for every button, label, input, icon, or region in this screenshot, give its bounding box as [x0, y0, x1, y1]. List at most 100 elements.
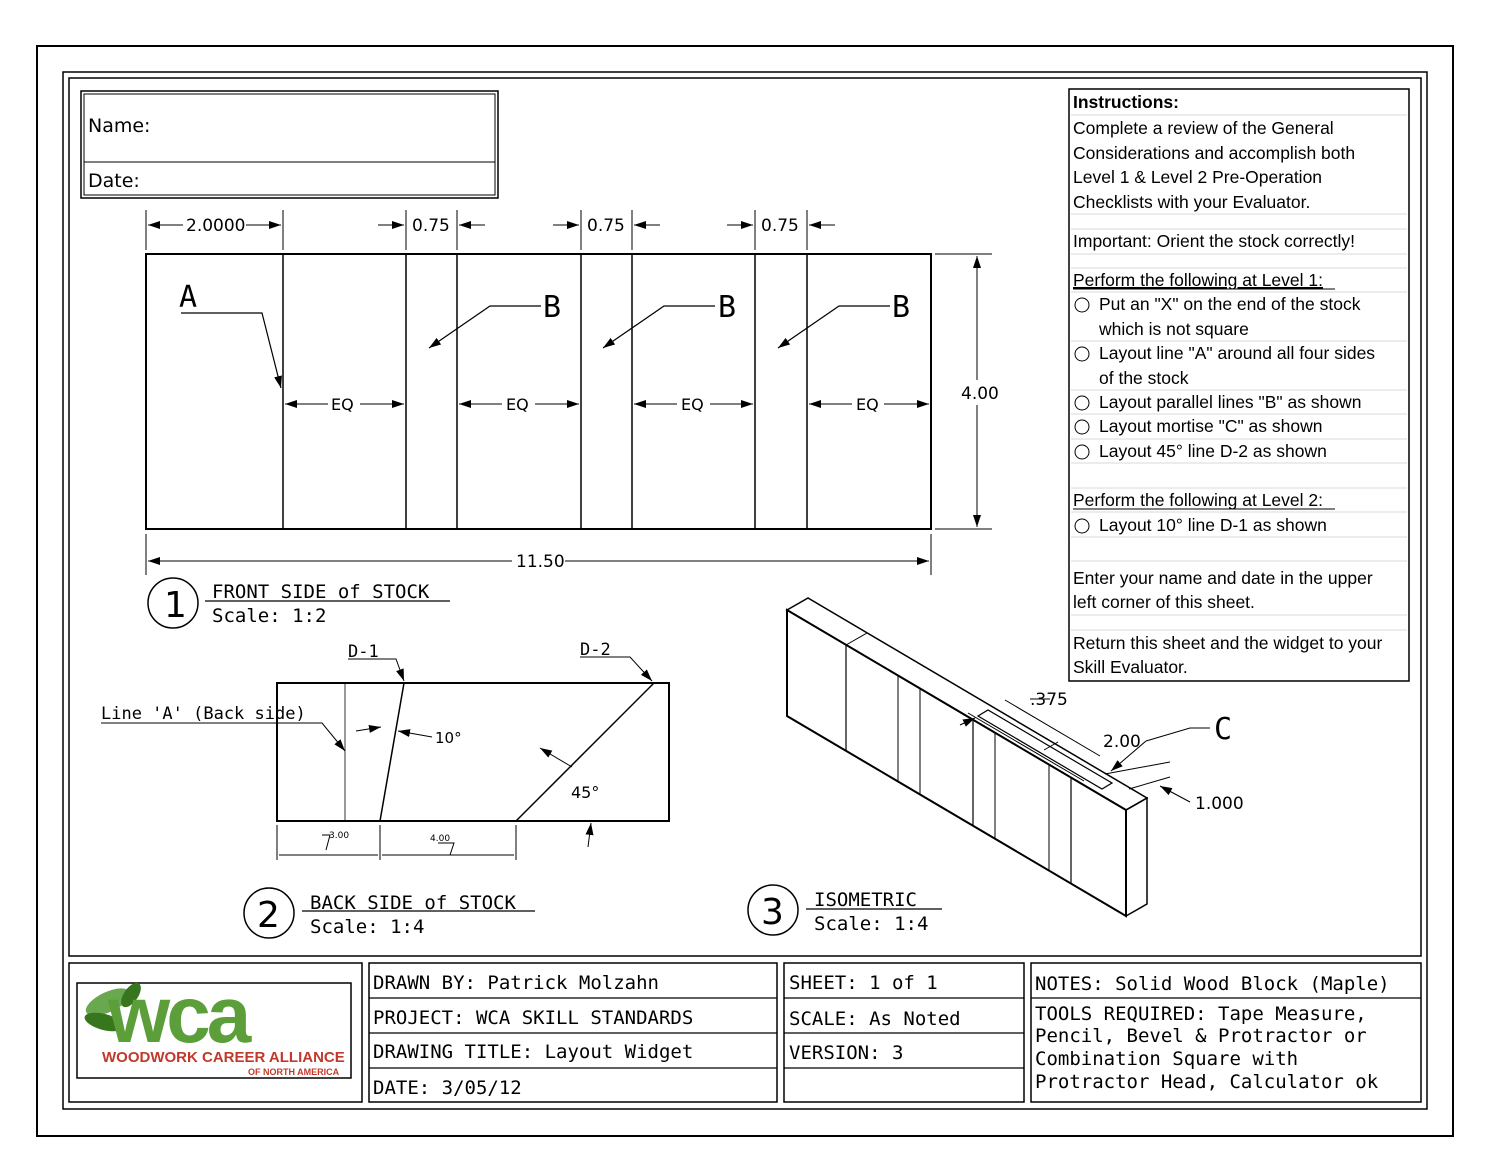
instructions-important: Important: Orient the stock correctly! — [1073, 231, 1355, 251]
tools-line-1: TOOLS REQUIRED: Tape Measure, — [1035, 1003, 1367, 1025]
iso-view-scale: Scale: 1:4 — [814, 913, 928, 935]
dim-0-75-b: 0.75 — [587, 216, 625, 236]
sheet-scale: SCALE: As Noted — [789, 1008, 961, 1030]
return-line-1: Return this sheet and the widget to your — [1073, 633, 1383, 653]
instructions-intro-3: Level 1 & Level 2 Pre-Operation — [1073, 167, 1322, 187]
leaf-icon — [85, 988, 131, 1016]
checkbox-radio[interactable] — [1074, 297, 1090, 313]
label-b-3: B — [892, 290, 910, 325]
back-view: D-1 D-2 Line 'A' (Back side) 10° 45° 3.0… — [101, 640, 670, 939]
view-number-2: 2 — [257, 895, 280, 936]
checkbox-radio[interactable] — [1074, 395, 1090, 411]
name-date-box: Name: Date: — [80, 90, 499, 199]
checkbox-radio[interactable] — [1074, 518, 1090, 534]
sheet-borders — [36, 45, 1454, 1137]
mortise-c — [976, 709, 1114, 790]
back-view-title: BACK SIDE of STOCK — [310, 892, 516, 914]
level1-item-5-line-1: Layout 45° line D-2 as shown — [1099, 441, 1327, 461]
version: VERSION: 3 — [789, 1042, 903, 1064]
level1-item-5[interactable]: Layout 45° line D-2 as shown — [1074, 441, 1327, 461]
label-a: A — [179, 280, 197, 315]
checkbox-radio[interactable] — [1074, 346, 1090, 362]
level1-item-1-line-2: which is not square — [1098, 319, 1249, 339]
name-label: Name: — [88, 115, 150, 137]
instructions-panel: Instructions: Complete a review of the G… — [1068, 88, 1410, 682]
dim-2-0000: 2.0000 — [186, 216, 245, 236]
front-view-scale: Scale: 1:2 — [212, 605, 326, 627]
enter-name-line-2: left corner of this sheet. — [1073, 592, 1255, 612]
label-d2: D-2 — [580, 640, 611, 660]
view-bubble-2 — [243, 887, 295, 939]
dim-0-375: .375 — [1030, 690, 1068, 710]
label-c: C — [1214, 712, 1232, 747]
instructions-intro-2: Considerations and accomplish both — [1073, 143, 1355, 163]
leaf-icon — [121, 982, 141, 1008]
project: PROJECT: WCA SKILL STANDARDS — [373, 1007, 693, 1029]
line-d1 — [379, 682, 405, 822]
drawing-date: DATE: 3/05/12 — [373, 1077, 522, 1099]
level2-heading: Perform the following at Level 2: — [1073, 490, 1323, 510]
instructions-intro-4: Checklists with your Evaluator. — [1073, 192, 1310, 212]
dim-4-00: 4.00 — [430, 834, 450, 844]
dim-0-75-c: 0.75 — [761, 216, 799, 236]
eq-label-1: EQ — [331, 395, 354, 414]
level1-item-1-line-1: Put an "X" on the end of the stock — [1099, 294, 1361, 314]
back-view-scale: Scale: 1:4 — [310, 916, 424, 938]
checkbox-radio[interactable] — [1074, 444, 1090, 460]
wca-logo: wca WOODWORK CAREER ALLIANCE OF NORTH AM… — [76, 970, 352, 1079]
tools-line-4: Protractor Head, Calculator ok — [1035, 1071, 1379, 1093]
label-b-1: B — [543, 290, 561, 325]
leaf-icon — [84, 1012, 124, 1032]
dim-0-75-a: 0.75 — [412, 216, 450, 236]
front-view-title: FRONT SIDE of STOCK — [212, 581, 430, 603]
front-view: 2.0000 0.75 0.75 0.75 4.00 11.50 — [145, 210, 999, 629]
level1-item-4-line-1: Layout mortise "C" as shown — [1099, 416, 1323, 436]
drawn-by: DRAWN BY: Patrick Molzahn — [373, 972, 659, 994]
eq-label-2: EQ — [506, 395, 529, 414]
enter-name-line-1: Enter your name and date in the upper — [1073, 568, 1373, 588]
drawing-title: DRAWING TITLE: Layout Widget — [373, 1041, 693, 1063]
level2-item-1-line-1: Layout 10° line D-1 as shown — [1099, 515, 1327, 535]
view-bubble-3 — [747, 884, 799, 936]
instructions-intro-1: Complete a review of the General — [1073, 118, 1334, 138]
title-block: wca WOODWORK CAREER ALLIANCE OF NORTH AM… — [68, 962, 1422, 1103]
logo-text: wca — [107, 970, 252, 1059]
view-number-1: 1 — [164, 585, 187, 626]
label-line-a-back: Line 'A' (Back side) — [101, 704, 306, 724]
notes: NOTES: Solid Wood Block (Maple) — [1035, 973, 1390, 995]
level1-item-3[interactable]: Layout parallel lines "B" as shown — [1074, 392, 1361, 412]
instructions-heading: Instructions: — [1073, 92, 1179, 112]
level1-item-2[interactable]: Layout line "A" around all four sides of… — [1074, 343, 1375, 388]
level1-item-2-line-2: of the stock — [1099, 368, 1189, 388]
iso-end-face — [1125, 796, 1148, 918]
view-number-3: 3 — [761, 892, 784, 933]
angle-10: 10° — [435, 729, 462, 747]
eq-label-4: EQ — [856, 395, 879, 414]
dim-2-00: 2.00 — [1103, 732, 1141, 752]
dim-3-00: 3.00 — [329, 831, 349, 841]
return-line-2: Skill Evaluator. — [1073, 657, 1188, 677]
level2-item-1[interactable]: Layout 10° line D-1 as shown — [1074, 515, 1327, 535]
logo-subtitle-2: OF NORTH AMERICA — [248, 1067, 340, 1077]
eq-label-3: EQ — [681, 395, 704, 414]
level1-item-1[interactable]: Put an "X" on the end of the stock which… — [1074, 294, 1361, 339]
dim-length: 11.50 — [516, 552, 565, 572]
level1-item-2-line-1: Layout line "A" around all four sides — [1099, 343, 1375, 363]
back-stock-outline — [276, 682, 670, 822]
tools-line-3: Combination Square with — [1035, 1048, 1298, 1070]
logo-subtitle: WOODWORK CAREER ALLIANCE — [102, 1049, 345, 1066]
level1-item-3-line-1: Layout parallel lines "B" as shown — [1099, 392, 1361, 412]
date-label: Date: — [88, 170, 140, 192]
dim-1-000: 1.000 — [1195, 794, 1244, 814]
label-b-2: B — [718, 290, 736, 325]
view-bubble-1 — [147, 577, 199, 629]
iso-view: .375 2.00 1.000 C 3 ISOMETRIC Scale: 1:4 — [747, 597, 1244, 936]
iso-view-title: ISOMETRIC — [814, 889, 917, 911]
angle-45: 45° — [571, 783, 599, 802]
line-d2 — [515, 682, 655, 822]
checkbox-radio[interactable] — [1074, 419, 1090, 435]
level1-item-4[interactable]: Layout mortise "C" as shown — [1074, 416, 1323, 436]
dim-height: 4.00 — [961, 384, 999, 404]
sheet-number: SHEET: 1 of 1 — [789, 972, 938, 994]
